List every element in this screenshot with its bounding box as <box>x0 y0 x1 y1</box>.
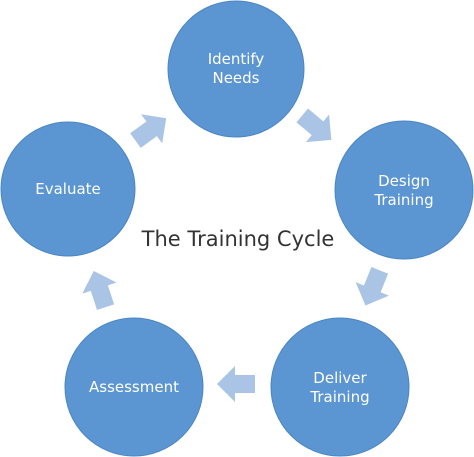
node-identify-needs: Identify Needs <box>167 0 305 138</box>
node-evaluate-line-1: Evaluate <box>35 180 101 198</box>
node-deliver-training-line-2: Training <box>309 388 369 406</box>
node-identify-needs-line-1: Identify <box>208 50 265 68</box>
node-evaluate: Evaluate <box>0 121 136 257</box>
node-assessment-line-1: Assessment <box>89 378 179 396</box>
arrow-evaluate-to-identify <box>130 114 167 148</box>
node-assessment: Assessment <box>64 317 204 457</box>
node-design-training-line-1: Design <box>378 172 430 190</box>
arrow-assessment-to-evaluate <box>82 270 117 310</box>
node-identify-needs-line-2: Needs <box>212 69 259 87</box>
arrow-design-to-deliver <box>355 266 389 306</box>
center-title: The Training Cycle <box>141 227 335 251</box>
node-deliver-training: Deliver Training <box>270 317 410 457</box>
node-design-training-line-2: Training <box>373 191 433 209</box>
arrow-identify-to-design <box>296 108 332 143</box>
node-design-training: Design Training <box>334 120 474 260</box>
node-deliver-training-line-1: Deliver <box>313 369 367 387</box>
arrow-deliver-to-assessment <box>217 366 255 402</box>
